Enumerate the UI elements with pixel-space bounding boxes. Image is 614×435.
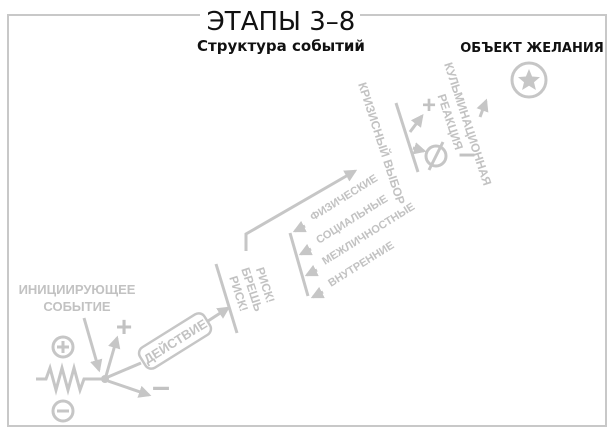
gap-bar [214, 263, 239, 334]
inciting-incident-label-line1: ИНИЦИИРУЮЩЕЕ [19, 282, 136, 297]
inciting-incident-label-line2: СОБЫТИЕ [43, 299, 111, 314]
crisis-plus-sign: + [422, 92, 436, 119]
branch-up-arrow [104, 335, 121, 377]
spring-icon [36, 362, 104, 396]
action-to-gap-arrow [207, 306, 231, 323]
page-title: ЭТАПЫ 3–8 [207, 7, 356, 37]
gap-to-crisis-arrow [244, 169, 358, 251]
gap-text-group: РИСК! БРЕШЬ РИСК! [226, 265, 277, 313]
goal-label: ОБЪЕКТ ЖЕЛАНИЯ [460, 41, 604, 56]
crisis-null-arrow [412, 142, 427, 155]
climax-arrow [476, 98, 489, 118]
branch-down-arrow [107, 379, 152, 398]
conflict-bar [288, 232, 310, 297]
conflict-arrow-interpersonal [304, 264, 319, 277]
frame-border [7, 14, 607, 427]
crisis-bar [394, 102, 420, 173]
action-plus-sign: + [116, 311, 132, 342]
inciting-arrow [82, 317, 103, 373]
star-in-circle-icon [510, 61, 548, 99]
conflict-arrow-inner [310, 286, 325, 299]
null-set-icon [424, 141, 448, 171]
crisis-plus-arrow [408, 113, 424, 133]
plus-in-circle-icon [51, 335, 75, 359]
climax-minus-sign: – [459, 137, 476, 170]
page-subtitle: Структура событий [197, 37, 365, 55]
action-minus-sign: – [152, 368, 170, 404]
conflict-arrow-social [298, 243, 313, 256]
branch-action-line [107, 361, 142, 379]
climax-label-group: КУЛЬМИНАЦИОННАЯ РЕАКЦИЯ [435, 61, 495, 188]
minus-in-circle-icon [51, 399, 75, 423]
conflict-arrow-physical [292, 220, 307, 233]
action-box: ДЕЙСТВИЕ [137, 312, 213, 370]
inciting-point [101, 375, 109, 383]
